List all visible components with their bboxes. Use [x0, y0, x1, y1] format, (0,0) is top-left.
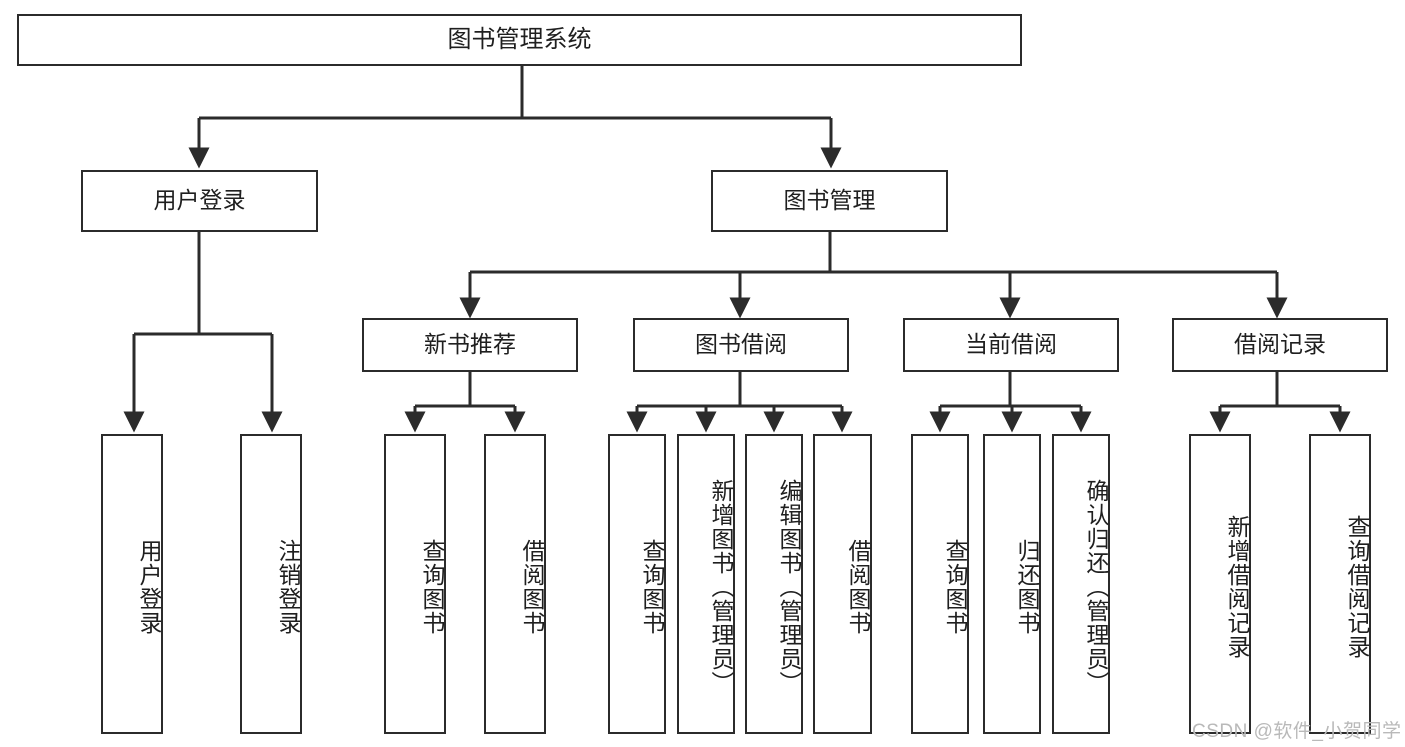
node-root[interactable]: 图书管理系统 — [17, 14, 1022, 66]
leaf-current-query-book-label: 查询图书 — [942, 539, 968, 635]
leaf-current-confirm-return-admin-label: 确认归还（管理员） — [1083, 479, 1109, 695]
node-current-borrow-label: 当前借阅 — [965, 331, 1057, 358]
leaf-current-return-book[interactable]: 归还图书 — [983, 434, 1041, 734]
leaf-current-query-book[interactable]: 查询图书 — [911, 434, 969, 734]
node-user-login[interactable]: 用户登录 — [81, 170, 318, 232]
node-borrow-records-label: 借阅记录 — [1234, 331, 1326, 358]
leaf-records-add-label: 新增借阅记录 — [1224, 515, 1250, 659]
node-current-borrow[interactable]: 当前借阅 — [903, 318, 1119, 372]
node-book-borrow[interactable]: 图书借阅 — [633, 318, 849, 372]
node-new-book-recommend[interactable]: 新书推荐 — [362, 318, 578, 372]
leaf-borrow-edit-book-admin[interactable]: 编辑图书（管理员） — [745, 434, 803, 734]
leaf-new-books-borrow-label: 借阅图书 — [519, 539, 545, 635]
leaf-records-query-label: 查询借阅记录 — [1344, 515, 1370, 659]
node-user-login-label: 用户登录 — [153, 187, 246, 214]
leaf-borrow-book[interactable]: 借阅图书 — [813, 434, 872, 734]
leaf-user-login[interactable]: 用户登录 — [101, 434, 163, 734]
node-book-borrow-label: 图书借阅 — [695, 331, 787, 358]
leaf-borrow-add-book-admin-label: 新增图书（管理员） — [708, 479, 734, 695]
leaf-records-query[interactable]: 查询借阅记录 — [1309, 434, 1371, 734]
leaf-new-books-borrow[interactable]: 借阅图书 — [484, 434, 546, 734]
leaf-new-books-query-label: 查询图书 — [419, 539, 445, 635]
leaf-user-logout[interactable]: 注销登录 — [240, 434, 302, 734]
watermark: CSDN @软件_小贺同学 — [1192, 721, 1402, 742]
node-borrow-records[interactable]: 借阅记录 — [1172, 318, 1388, 372]
leaf-borrow-query-book[interactable]: 查询图书 — [608, 434, 666, 734]
leaf-new-books-query[interactable]: 查询图书 — [384, 434, 446, 734]
leaf-user-login-label: 用户登录 — [136, 539, 162, 635]
leaf-borrow-query-book-label: 查询图书 — [639, 539, 665, 635]
leaf-borrow-add-book-admin[interactable]: 新增图书（管理员） — [677, 434, 735, 734]
leaf-borrow-book-label: 借阅图书 — [845, 539, 871, 635]
node-new-book-recommend-label: 新书推荐 — [424, 331, 516, 358]
leaf-borrow-edit-book-admin-label: 编辑图书（管理员） — [776, 479, 802, 695]
node-root-label: 图书管理系统 — [447, 25, 592, 53]
node-book-management[interactable]: 图书管理 — [711, 170, 948, 232]
node-book-management-label: 图书管理 — [783, 187, 876, 214]
leaf-user-logout-label: 注销登录 — [275, 539, 301, 635]
leaf-current-return-book-label: 归还图书 — [1014, 539, 1040, 635]
leaf-current-confirm-return-admin[interactable]: 确认归还（管理员） — [1052, 434, 1110, 734]
leaf-records-add[interactable]: 新增借阅记录 — [1189, 434, 1251, 734]
